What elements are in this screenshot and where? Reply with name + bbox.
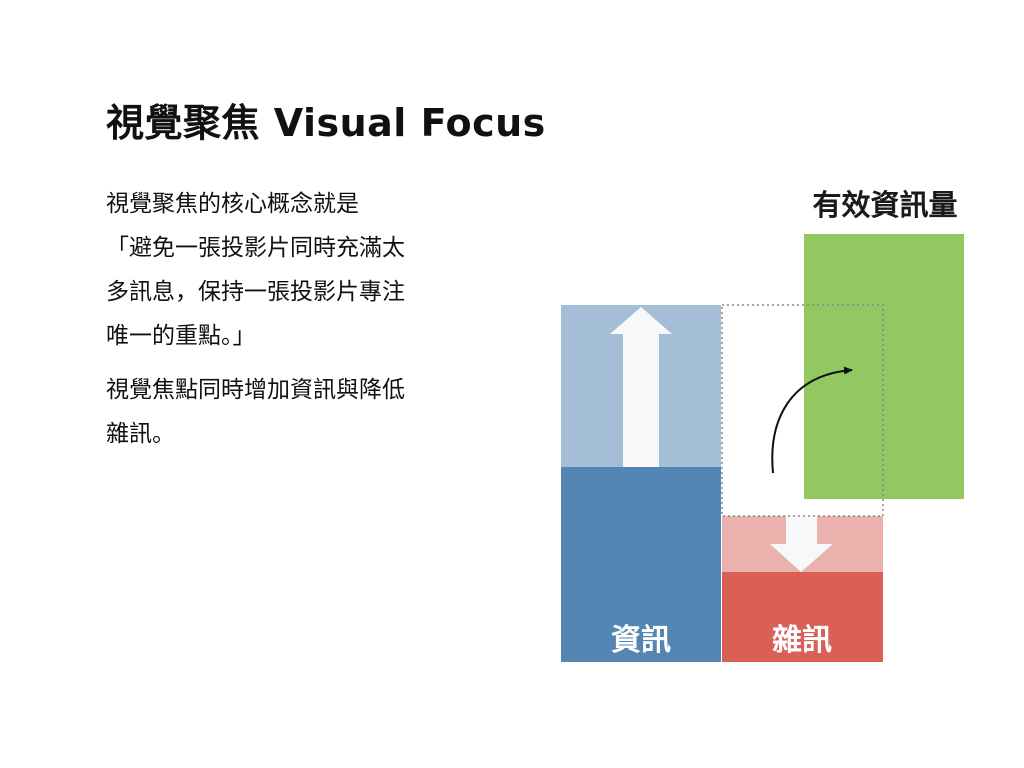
info-base-block — [561, 467, 721, 662]
info-label: 資訊 — [611, 623, 671, 658]
paragraph-line: 唯一的重點。」 — [106, 323, 256, 349]
up-arrow-icon — [610, 307, 672, 467]
paragraph-line: 多訊息，保持一張投影片專注 — [106, 279, 405, 305]
body-text: 視覺聚焦的核心概念就是 「避免一張投影片同時充滿太 多訊息，保持一張投影片專注 … — [106, 182, 486, 456]
page-title: 視覺聚焦 Visual Focus — [106, 101, 546, 145]
paragraph-line: 「避免一張投影片同時充滿太 — [106, 235, 405, 261]
noise-label: 雜訊 — [772, 623, 832, 658]
paragraph-core-concept: 視覺聚焦的核心概念就是 「避免一張投影片同時充滿太 多訊息，保持一張投影片專注 … — [106, 182, 486, 358]
curved-arrow-icon — [771, 366, 853, 474]
effective-info-label: 有效資訊量 — [812, 188, 957, 222]
noise-base-block — [722, 572, 883, 662]
paragraph-line: 雜訊。 — [106, 421, 175, 447]
down-arrow-icon — [770, 516, 833, 572]
paragraph-focus-effect: 視覺焦點同時增加資訊與降低 雜訊。 — [106, 368, 486, 456]
paragraph-line: 視覺焦點同時增加資訊與降低 — [106, 377, 405, 403]
paragraph-line: 視覺聚焦的核心概念就是 — [106, 191, 359, 217]
dotted-outline — [721, 304, 884, 517]
effective-info-block — [804, 234, 964, 499]
